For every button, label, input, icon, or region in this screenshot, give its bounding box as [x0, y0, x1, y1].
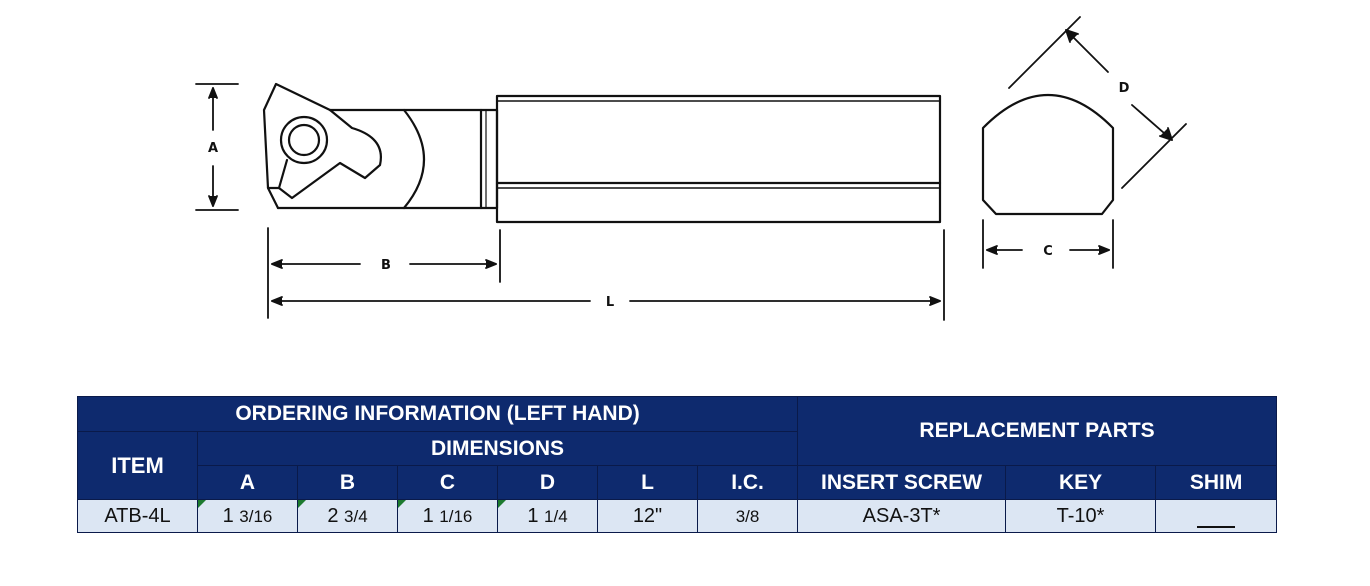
label-c: C — [1043, 244, 1053, 259]
cell-item: ATB-4L — [77, 499, 198, 533]
cell-d-whole: 1 — [527, 504, 539, 527]
ordering-title: ORDERING INFORMATION (LEFT HAND) — [76, 396, 799, 432]
cell-b-frac: 3/4 — [344, 506, 368, 526]
table-row: ATB-4L 1 3/16 2 3/4 1 1/16 1 1/4 12" 3/8… — [77, 499, 1278, 533]
cell-d: 1 1/4 — [497, 499, 598, 533]
dimension-d — [1008, 16, 1187, 189]
cell-b: 2 3/4 — [297, 499, 398, 533]
col-header-l: L — [597, 465, 698, 500]
col-header-c: C — [397, 465, 498, 500]
tool-drawing: A B L C D — [195, 16, 1187, 321]
label-a: A — [208, 141, 218, 156]
tool-shank — [479, 94, 942, 224]
cell-shim — [1155, 499, 1278, 533]
col-header-d: D — [497, 465, 598, 500]
cell-c-frac: 1/16 — [439, 506, 473, 526]
label-d: D — [1119, 81, 1130, 96]
col-header-b: B — [297, 465, 398, 500]
ordering-table: ORDERING INFORMATION (LEFT HAND) REPLACE… — [76, 396, 1278, 533]
cell-insert-screw: ASA-3T* — [797, 499, 1007, 533]
cell-a: 1 3/16 — [197, 499, 298, 533]
tool-end-view — [981, 94, 1115, 216]
dimension-a — [195, 83, 239, 211]
cell-a-whole: 1 — [222, 504, 234, 527]
col-header-insert-screw: INSERT SCREW — [797, 465, 1007, 500]
cell-ic: 3/8 — [696, 499, 799, 533]
cell-l: 12" — [597, 499, 698, 533]
col-header-key: KEY — [1005, 465, 1157, 500]
dimension-c — [982, 219, 1114, 269]
dimension-l — [271, 229, 945, 321]
label-b: B — [381, 258, 391, 273]
cell-d-frac: 1/4 — [544, 506, 568, 526]
replacement-title: REPLACEMENT PARTS — [797, 396, 1278, 466]
cell-c-whole: 1 — [422, 504, 434, 527]
dimensions-header: DIMENSIONS — [196, 431, 799, 466]
col-header-shim: SHIM — [1155, 465, 1278, 500]
col-header-a: A — [197, 465, 298, 500]
cell-b-whole: 2 — [327, 504, 339, 527]
cell-c: 1 1/16 — [397, 499, 498, 533]
tool-head — [262, 82, 483, 210]
col-header-ic: I.C. — [696, 465, 799, 500]
item-header: ITEM — [77, 431, 198, 500]
dimension-b — [267, 227, 501, 319]
label-l: L — [606, 295, 614, 310]
cell-a-frac: 3/16 — [239, 506, 273, 526]
shim-blank-line — [1197, 506, 1236, 528]
cell-key: T-10* — [1005, 499, 1157, 533]
cell-ic-value: 3/8 — [735, 506, 760, 526]
